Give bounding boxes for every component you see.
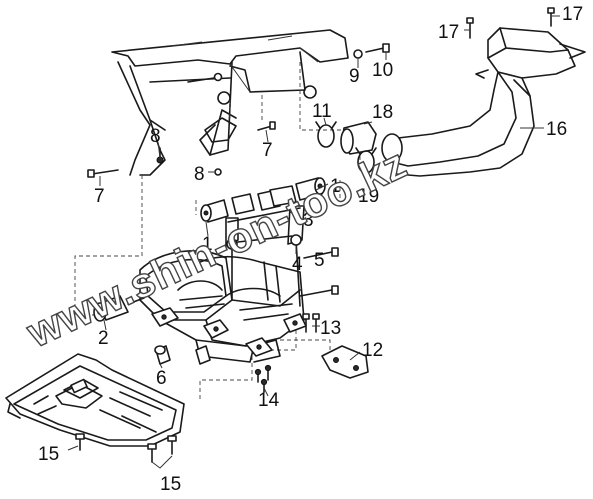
- bushing-2: [93, 295, 145, 322]
- callout-6: 6: [156, 368, 167, 389]
- callout-2: 2: [98, 328, 109, 349]
- main-frame: [111, 29, 349, 176]
- mounting-bracket: [204, 117, 237, 143]
- callout-9: 9: [349, 66, 360, 87]
- callout-19: 19: [358, 186, 379, 207]
- callout-numbers: 1 1 2 3 4 5 6 7 7 8 8 9 10 11 12 13 14 1…: [38, 4, 583, 495]
- spacer-6: [154, 345, 211, 365]
- callout-18: 18: [372, 102, 393, 123]
- callout-12: 12: [362, 340, 383, 361]
- callout-17-a: 17: [438, 22, 459, 43]
- callout-14: 14: [258, 390, 280, 411]
- callout-8-a: 8: [150, 126, 161, 147]
- hose-clamps: [315, 121, 377, 174]
- callout-8-b: 8: [194, 164, 205, 185]
- callout-15-a: 15: [38, 444, 59, 465]
- bracket-12: [321, 345, 369, 379]
- callout-4: 4: [292, 254, 303, 275]
- callout-3: 3: [303, 210, 314, 231]
- callout-7-a: 7: [94, 186, 105, 207]
- screws-17: [466, 7, 555, 39]
- callout-11: 11: [312, 101, 332, 122]
- callout-5: 5: [314, 250, 325, 271]
- callout-1-b: 1: [202, 234, 213, 255]
- callout-16: 16: [546, 119, 567, 140]
- skid-plate: [5, 353, 185, 447]
- screws-15: [75, 433, 177, 463]
- callout-17-b: 17: [562, 4, 583, 25]
- callout-10: 10: [372, 60, 393, 81]
- callout-7-b: 7: [262, 140, 273, 161]
- callout-1-a: 1: [330, 176, 341, 197]
- lower-subframe: [139, 250, 307, 363]
- screws-14: [254, 364, 272, 393]
- callout-leaders: [67, 15, 560, 469]
- long-bolts: [299, 247, 339, 333]
- callout-15-b: 15: [160, 474, 181, 495]
- callout-13: 13: [320, 318, 341, 339]
- engine-cradle: [200, 177, 326, 307]
- intake-duct: [381, 27, 586, 177]
